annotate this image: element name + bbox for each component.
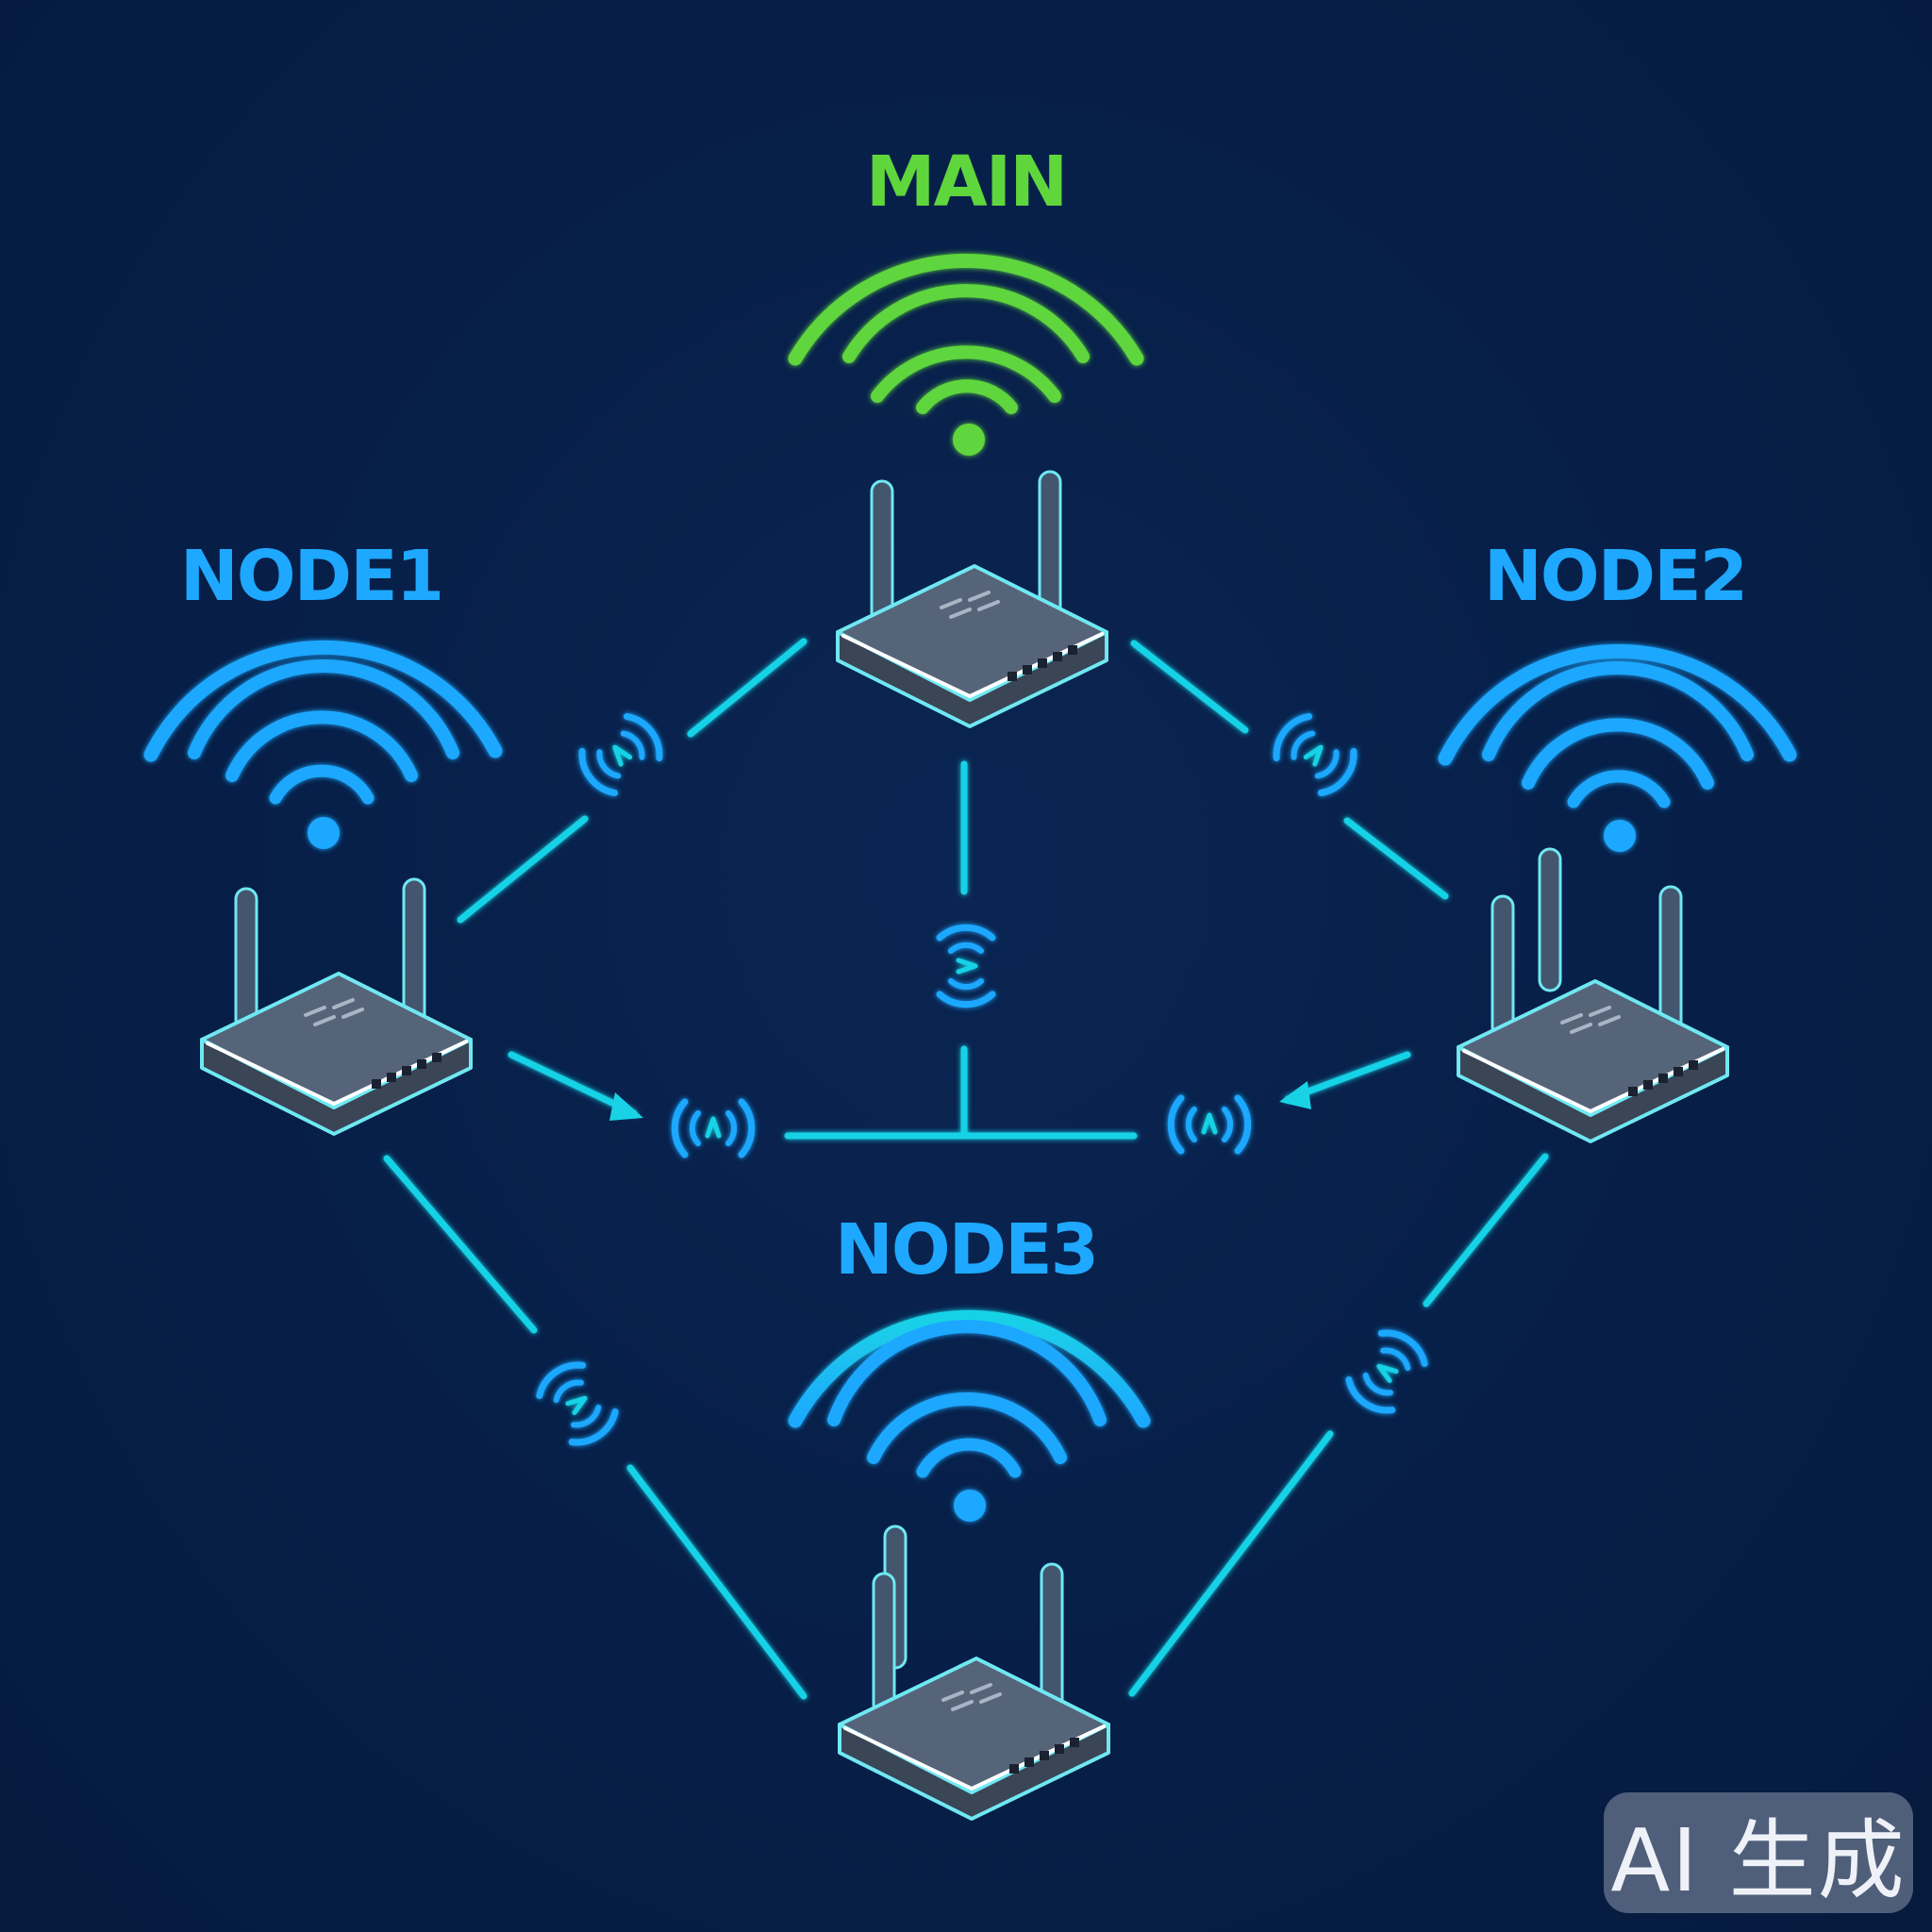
- node-node1-label: NODE1: [180, 536, 442, 617]
- link-signal-icon: [675, 1102, 751, 1155]
- link-signal-icon: [940, 927, 992, 1004]
- node-node1: NODE1: [143, 536, 503, 1136]
- link-main-node2-a: [1130, 640, 1249, 734]
- wifi-signal-icon: [788, 254, 1144, 456]
- arrowheads: [609, 1081, 1311, 1121]
- node-node3-label: NODE3: [835, 1209, 1097, 1291]
- link-main-node2-b: [1343, 817, 1449, 900]
- links: [383, 638, 1549, 1700]
- extra-antenna: [1538, 847, 1562, 992]
- router-icon: [838, 1562, 1110, 1821]
- link-signal-icon: [575, 710, 668, 799]
- link-main-node1-b: [457, 815, 589, 924]
- link-signal-icon: [1343, 1325, 1431, 1419]
- node-main-label: MAIN: [866, 142, 1066, 223]
- link-signal-icon: [534, 1357, 622, 1451]
- node-node2: NODE2: [1438, 536, 1797, 1143]
- link-node1-node3-a: [383, 1155, 538, 1334]
- node-node2-label: NODE2: [1484, 536, 1746, 617]
- arrow-node2-center: [1279, 1081, 1311, 1109]
- arrow-node1-center: [609, 1092, 643, 1121]
- wifi-signal-icon: [1438, 643, 1797, 852]
- link-signal-icon: [1171, 1098, 1247, 1151]
- link-node2-node3-a: [1423, 1153, 1549, 1307]
- router-icon: [836, 470, 1108, 728]
- link-signals: [534, 710, 1431, 1451]
- link-node2-node3-b: [1128, 1430, 1334, 1697]
- wifi-signal-icon: [788, 1309, 1151, 1522]
- link-node1-node3-b: [626, 1464, 808, 1700]
- ai-generated-badge: AI 生成: [1604, 1792, 1913, 1913]
- wifi-signal-icon: [143, 640, 503, 849]
- link-signal-icon: [1269, 710, 1362, 799]
- router-icon: [200, 877, 473, 1136]
- router-icon: [1457, 885, 1729, 1143]
- node-main: MAIN: [788, 142, 1144, 728]
- node-node3: NODE3: [788, 1209, 1151, 1821]
- badge-text: AI 生成: [1610, 1809, 1907, 1911]
- link-main-node1-a: [687, 638, 808, 738]
